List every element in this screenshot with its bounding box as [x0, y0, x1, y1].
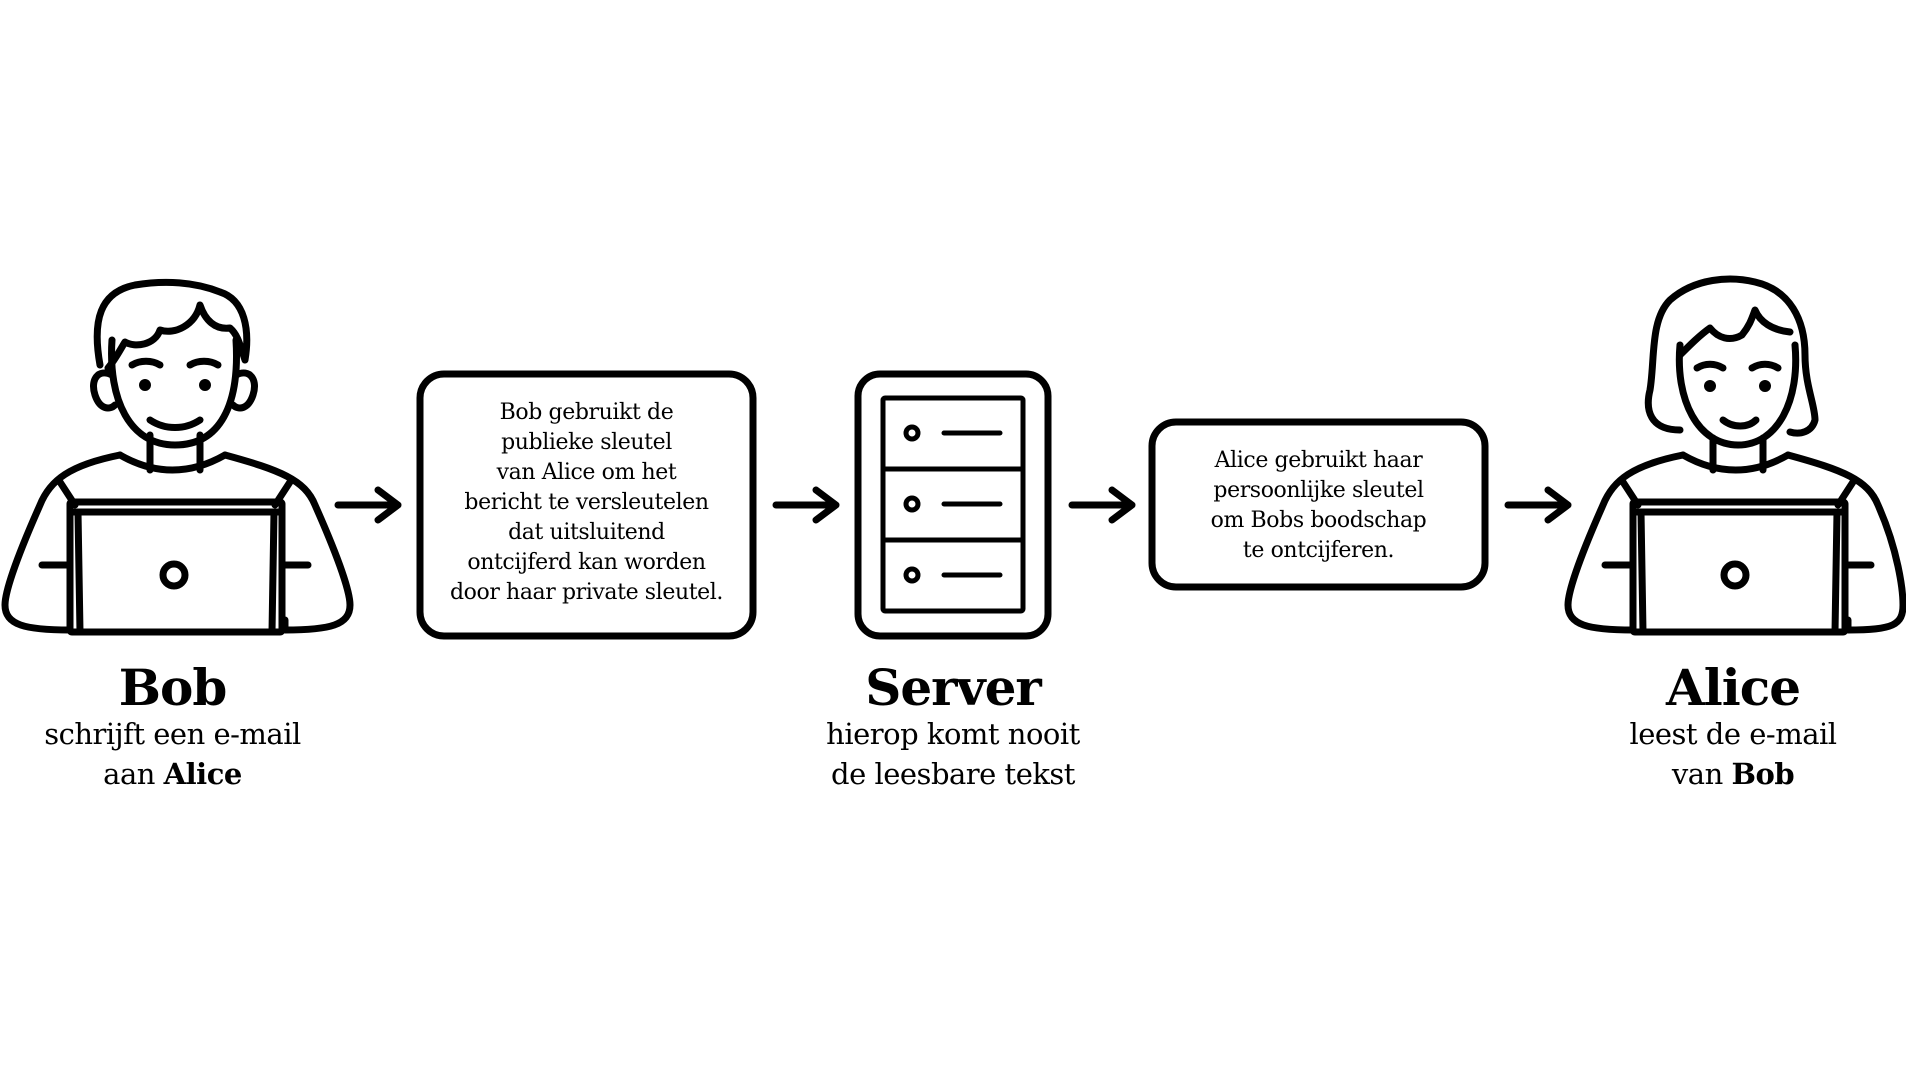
- decrypt-box-text: Alice gebruikt haar persoonlijke sleutel…: [1152, 446, 1485, 566]
- alice-desc-prefix: van: [1671, 757, 1732, 791]
- message-line: publieke sleutel: [501, 430, 672, 455]
- bob-description: schrijft een e-mail aan Alice: [10, 714, 335, 794]
- arrow-right-icon: [1068, 486, 1136, 524]
- decrypt-line: Alice gebruikt haar: [1214, 448, 1423, 473]
- bob-desc-line1: schrijft een e-mail: [44, 717, 301, 751]
- message-line: van Alice om het: [496, 460, 677, 485]
- alice-desc-line2: van Bob: [1575, 754, 1891, 794]
- message-line: door haar private sleutel.: [449, 580, 724, 605]
- decrypt-line: te ontcijferen.: [1242, 538, 1395, 563]
- message-box-text: Bob gebruikt de publieke sleutel van Ali…: [420, 398, 753, 608]
- arrow-right-icon: [334, 486, 402, 524]
- alice-name: Alice: [1665, 658, 1801, 717]
- decrypt-box: [1148, 418, 1489, 591]
- alice-person-icon: [1564, 275, 1906, 636]
- message-line: Bob gebruikt de: [499, 400, 674, 425]
- bob-desc-bold: Alice: [163, 757, 243, 791]
- server-icon: [854, 370, 1052, 640]
- message-line: bericht te versleutelen: [464, 490, 709, 515]
- arrow-right-icon: [772, 486, 840, 524]
- server-description: hierop komt nooit de leesbare tekst: [790, 714, 1116, 794]
- alice-description: leest de e-mail van Bob: [1575, 714, 1891, 794]
- alice-desc-line1: leest de e-mail: [1629, 717, 1837, 751]
- bob-desc-prefix: aan: [103, 757, 164, 791]
- bob-name: Bob: [118, 658, 228, 717]
- message-line: dat uitsluitend: [508, 520, 665, 545]
- arrow-right-icon: [1504, 486, 1572, 524]
- server-desc-line1: hierop komt nooit: [826, 717, 1080, 751]
- message-line: ontcijferd kan worden: [467, 550, 706, 575]
- bob-desc-line2: aan Alice: [10, 754, 335, 794]
- decrypt-line: persoonlijke sleutel: [1213, 478, 1424, 503]
- server-desc-line2: de leesbare tekst: [831, 757, 1075, 791]
- alice-desc-bold: Bob: [1731, 757, 1795, 791]
- bob-person-icon: [1, 278, 354, 636]
- message-box: [416, 370, 757, 640]
- server-name: Server: [865, 658, 1041, 717]
- decrypt-line: om Bobs boodschap: [1210, 508, 1427, 533]
